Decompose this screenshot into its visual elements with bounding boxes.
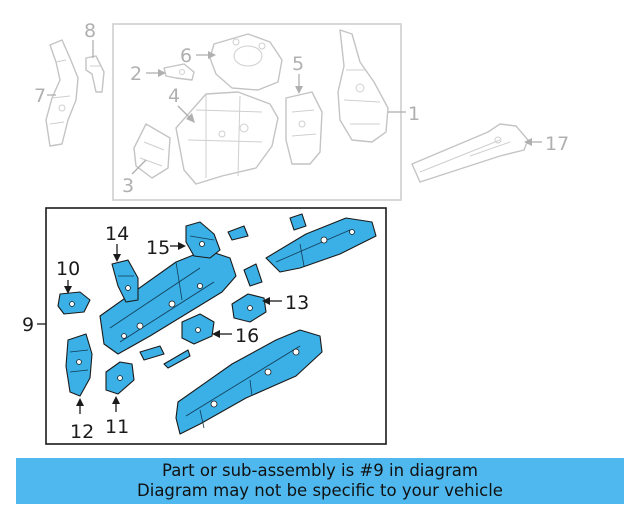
part-13-bracket <box>231 263 267 323</box>
part-5-reinforcement <box>285 91 323 165</box>
svg-text:17: 17 <box>545 133 569 155</box>
callout-8: 8 <box>84 20 96 58</box>
svg-text:15: 15 <box>146 237 170 259</box>
part-8-bracket <box>85 55 105 93</box>
callout-3: 3 <box>122 159 147 197</box>
part-6-strut-top <box>209 33 283 91</box>
callout-14: 14 <box>105 223 129 262</box>
parts-diagram: 8 7 2 6 4 3 5 1 17 9 <box>22 20 569 445</box>
callout-4: 4 <box>168 85 195 123</box>
front-side-rail <box>99 249 237 355</box>
small-clip-pieces <box>139 345 191 369</box>
part-2-link <box>163 63 195 81</box>
banner-line-1: Part or sub-assembly is #9 in diagram <box>162 461 478 480</box>
svg-text:3: 3 <box>122 175 134 197</box>
svg-text:12: 12 <box>70 421 94 443</box>
svg-text:6: 6 <box>180 45 192 67</box>
svg-text:14: 14 <box>105 223 129 245</box>
callout-5: 5 <box>292 53 304 94</box>
svg-text:2: 2 <box>130 63 142 85</box>
part-16-bracket <box>181 313 215 345</box>
part-12-plate <box>65 333 93 397</box>
lower-side-member <box>175 329 323 435</box>
callout-6: 6 <box>180 45 216 67</box>
assembly-9-box <box>45 207 387 445</box>
callout-11: 11 <box>105 396 129 438</box>
svg-text:10: 10 <box>56 258 80 280</box>
upper-rail-member <box>265 217 377 273</box>
svg-text:16: 16 <box>235 325 259 347</box>
callout-16: 16 <box>212 325 259 347</box>
svg-text:5: 5 <box>292 53 304 75</box>
part-1-side-panel <box>337 29 389 143</box>
svg-text:7: 7 <box>34 85 46 107</box>
part-10-gusset <box>57 291 91 315</box>
svg-text:1: 1 <box>408 103 420 125</box>
part-14-bracket <box>111 259 139 303</box>
callout-10: 10 <box>56 258 80 294</box>
svg-text:8: 8 <box>84 20 96 42</box>
svg-text:4: 4 <box>168 85 180 107</box>
callout-15: 15 <box>146 237 186 259</box>
part-4-apron <box>175 91 279 185</box>
part-3-panel <box>133 123 171 179</box>
svg-text:9: 9 <box>22 314 34 336</box>
svg-text:11: 11 <box>105 416 129 438</box>
callout-9: 9 <box>22 314 46 336</box>
banner-line-2: Diagram may not be specific to your vehi… <box>137 481 503 500</box>
part-15-bracket <box>185 221 221 259</box>
part-17-rail <box>411 123 529 183</box>
callout-2: 2 <box>130 63 166 85</box>
callout-17: 17 <box>524 133 569 155</box>
part-11-bracket <box>105 361 135 395</box>
callout-1: 1 <box>388 103 420 125</box>
info-banner: Part or sub-assembly is #9 in diagram Di… <box>16 458 624 504</box>
upper-small-bracket <box>227 213 307 241</box>
callout-7: 7 <box>34 85 56 107</box>
svg-text:13: 13 <box>285 292 309 314</box>
callout-12: 12 <box>70 398 94 443</box>
callout-13: 13 <box>262 292 309 314</box>
part-7-bracket <box>45 39 79 147</box>
